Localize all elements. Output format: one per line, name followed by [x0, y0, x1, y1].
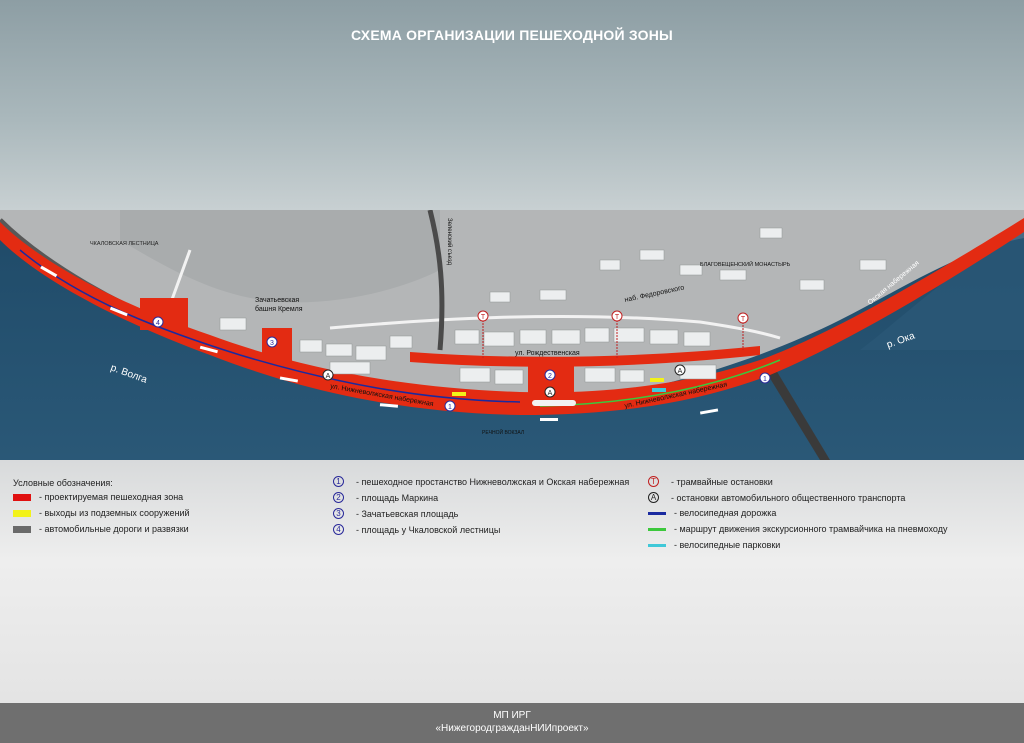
label-chkalov-stairs: ЧКАЛОВСКАЯ ЛЕСТНИЦА: [90, 241, 159, 247]
marker-tram: Т: [477, 310, 489, 358]
road-ramp: [427, 210, 445, 351]
marker-num3: 3: [266, 336, 278, 348]
marker-tram: Т: [611, 310, 623, 358]
legend-item-bus-stops: А - остановки автомобильного общественно…: [648, 492, 905, 503]
label-blagoveshchensky: БЛАГОВЕЩЕНСКИЙ МОНАСТЫРЬ: [700, 260, 791, 268]
legend-item-num3: 3 - Зачатьевская площадь: [333, 508, 458, 519]
legend-item-tram-stops: Т - трамвайные остановки: [648, 476, 773, 487]
legend-item-num4: 4 - площадь у Чкаловской лестницы: [333, 524, 500, 535]
svg-text:3: 3: [270, 340, 274, 347]
svg-text:А: А: [548, 390, 553, 397]
svg-text:1: 1: [763, 376, 767, 383]
red-swatch: [13, 493, 31, 501]
pedestrian-zone-rozhdestvenskaya: [410, 346, 760, 367]
legend-item-bike-parking: - велосипедные парковки: [648, 540, 780, 550]
yellow-swatch: [13, 509, 31, 517]
pedestrian-zone-embankment: [0, 218, 1024, 415]
label-zachatievskaya-1: Зачатьевская: [255, 297, 299, 304]
svg-text:Т: Т: [481, 314, 486, 321]
label-river-station: РЕЧНОЙ ВОКЗАЛ: [482, 428, 524, 436]
legend-item-bike-path: - велосипедная дорожка: [648, 508, 776, 518]
marker-bus: А: [674, 364, 686, 376]
underground-exit: [452, 392, 466, 396]
svg-text:Т: Т: [615, 314, 620, 321]
svg-text:Т: Т: [741, 316, 746, 323]
underground-exit: [650, 378, 664, 382]
marker-num1: 1: [444, 400, 456, 412]
svg-text:4: 4: [156, 320, 160, 327]
oka-water: [860, 230, 1024, 350]
legend: Условные обозначения: - проектируемая пе…: [0, 476, 1024, 596]
bike-parking: [652, 388, 666, 392]
legend-item-num2: 2 - площадь Маркина: [333, 492, 438, 503]
legend-item-pedestrian-zone: - проектируемая пешеходная зона: [13, 492, 183, 502]
gray-swatch: [13, 525, 31, 533]
legend-item-excursion-route: - маршрут движения экскурсионного трамва…: [648, 524, 948, 534]
footer: МП ИРГ «НижегородгражданНИИпроект»: [0, 703, 1024, 743]
river-station-pier: [532, 400, 576, 406]
page-title: СХЕМА ОРГАНИЗАЦИИ ПЕШЕХОДНОЙ ЗОНЫ: [351, 27, 673, 43]
map: ЧКАЛОВСКАЯ ЛЕСТНИЦА Зачатьевская башня К…: [0, 210, 1024, 460]
bridge: [760, 360, 830, 460]
hill-area: [120, 210, 440, 303]
green-line-swatch: [648, 527, 666, 531]
marker-bus: А: [322, 369, 334, 381]
footer-line1: МП ИРГ: [493, 710, 531, 721]
legend-item-exits: - выходы из подземных сооружений: [13, 508, 190, 518]
excursion-route: [539, 359, 781, 407]
legend-heading: Условные обозначения:: [13, 478, 113, 488]
buildings: [219, 227, 887, 385]
pedestrian-zone-zachatievskaya-square: [262, 328, 292, 368]
bike-path: [19, 249, 521, 403]
footer-line2: «НижегородгражданНИИпроект»: [435, 723, 589, 734]
marker-num4: 4: [152, 316, 164, 328]
legend-item-num1: 1 - пешеходное простанство Нижневолжская…: [333, 476, 629, 487]
label-zelensky-descent: Зеленский съезд: [446, 218, 453, 265]
marker-tram: Т: [737, 312, 749, 350]
legend-item-roads: - автомобильные дороги и развязки: [13, 524, 189, 534]
svg-text:А: А: [326, 373, 331, 380]
shore-markers: [40, 265, 719, 421]
svg-text:А: А: [678, 368, 683, 375]
svg-text:2: 2: [548, 373, 552, 380]
marker-num1-oka: 1: [759, 372, 771, 384]
cyan-line-swatch: [648, 543, 666, 547]
blue-line-swatch: [648, 511, 666, 515]
label-zachatievskaya-2: башня Кремля: [255, 305, 303, 313]
pedestrian-zone-chkalov-square: [140, 298, 188, 330]
marker-bus: А: [544, 386, 556, 398]
road-chkalov: [168, 249, 192, 306]
label-rozhdestvenskaya: ул. Рождественская: [515, 350, 580, 357]
svg-text:1: 1: [448, 404, 452, 411]
marker-num2: 2: [544, 369, 556, 381]
